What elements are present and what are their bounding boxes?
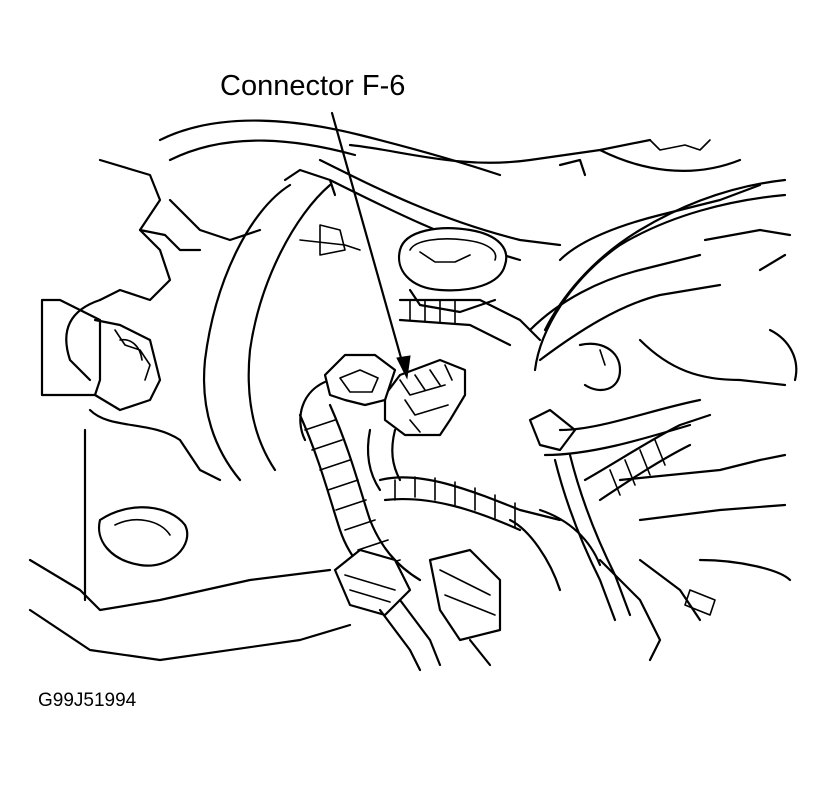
upper-hoses [158,119,742,262]
callout-leader [330,111,411,380]
connector-f6 [323,353,467,492]
intake-pipe [203,168,337,482]
callout-label: Connector F-6 [220,70,406,102]
engine-right [508,178,798,662]
wiring-harness [298,298,562,602]
hose-fittings [333,548,502,672]
filler-cap [397,227,508,314]
figure-code: G99J51994 [38,690,137,711]
